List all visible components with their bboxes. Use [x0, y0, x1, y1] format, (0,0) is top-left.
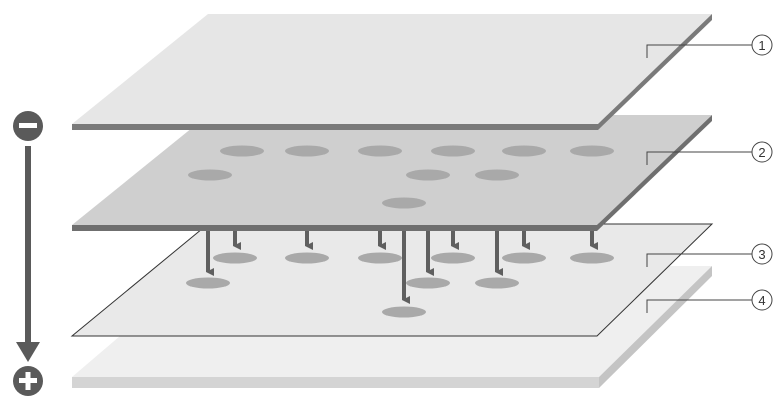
callout-3-number: 3 — [758, 247, 765, 262]
spot — [502, 145, 546, 157]
callout-3: 3 — [646, 243, 773, 267]
plus-glyph-v — [25, 372, 31, 390]
callout-2-number: 2 — [758, 145, 765, 160]
callout-2: 2 — [646, 141, 773, 165]
callouts: 1 2 3 4 — [646, 34, 773, 313]
spot — [285, 145, 329, 157]
layer-2-top-face — [72, 115, 712, 225]
spot — [220, 145, 264, 157]
spot — [475, 169, 519, 181]
spot — [475, 277, 519, 289]
layer-3-face — [70, 223, 714, 337]
spot — [285, 252, 329, 264]
layer-3-plate — [70, 223, 714, 337]
spot — [186, 277, 230, 289]
callout-1-number: 1 — [758, 38, 765, 53]
polarity-indicator: − + — [13, 111, 43, 396]
spot — [188, 169, 232, 181]
spot — [431, 252, 475, 264]
callout-1: 1 — [646, 34, 773, 58]
layer-2-spots — [188, 145, 614, 209]
spot — [382, 306, 426, 318]
spot — [358, 145, 402, 157]
spot — [502, 252, 546, 264]
spot — [406, 277, 450, 289]
layer-1-plate — [72, 14, 712, 130]
down-arrow-icon — [16, 342, 40, 362]
layer-4-side-edge — [599, 266, 712, 388]
spot — [570, 145, 614, 157]
spot — [382, 197, 426, 209]
layer-2-plate — [72, 115, 712, 231]
layer-4-front-edge — [72, 377, 599, 388]
spot — [431, 145, 475, 157]
spot — [213, 252, 257, 264]
spot — [406, 169, 450, 181]
spot — [358, 252, 402, 264]
spot — [570, 252, 614, 264]
callout-4: 4 — [646, 289, 773, 313]
layer-2-front-edge — [72, 225, 597, 231]
polarity-shaft — [25, 146, 31, 344]
layer-3-spots — [186, 252, 614, 318]
flow-arrows — [206, 231, 598, 304]
minus-glyph — [19, 123, 37, 128]
layer-2-side-edge — [597, 115, 712, 231]
layer-1-top-face — [72, 14, 712, 124]
layer-1-side-edge — [598, 14, 712, 130]
callout-4-number: 4 — [758, 293, 765, 308]
layer-1-front-edge — [72, 124, 598, 130]
